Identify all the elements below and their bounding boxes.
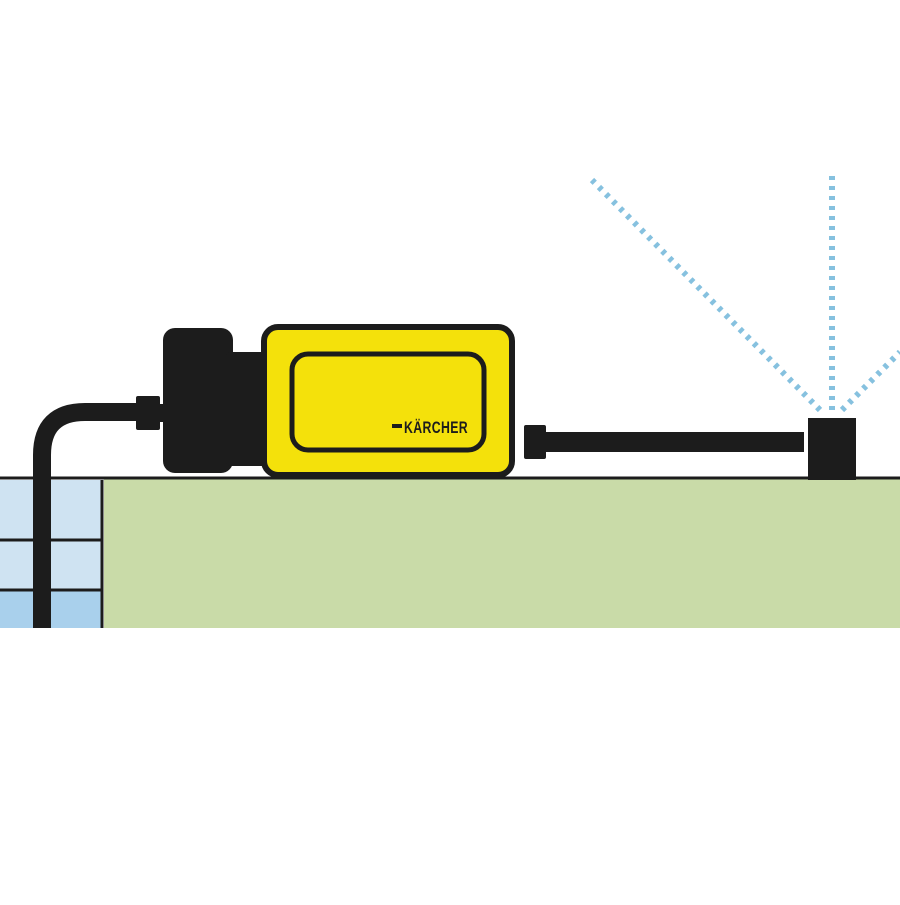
pump-panel	[289, 351, 487, 453]
water-spray	[589, 176, 900, 413]
outlet-hose-icon	[546, 432, 804, 452]
spray-right	[839, 349, 900, 413]
inlet-connector	[136, 396, 160, 430]
pump-motor	[163, 328, 233, 473]
brand-logo: KÄRCHER	[404, 418, 468, 437]
sprinkler-icon	[808, 418, 856, 480]
spray-left	[589, 177, 823, 413]
ground	[0, 476, 900, 628]
garden-pump-icon: KÄRCHER	[261, 324, 515, 478]
outlet-connector	[524, 425, 546, 459]
brand-stripe	[392, 424, 402, 428]
suction-hose-icon	[33, 403, 138, 628]
ground-block	[104, 478, 900, 628]
